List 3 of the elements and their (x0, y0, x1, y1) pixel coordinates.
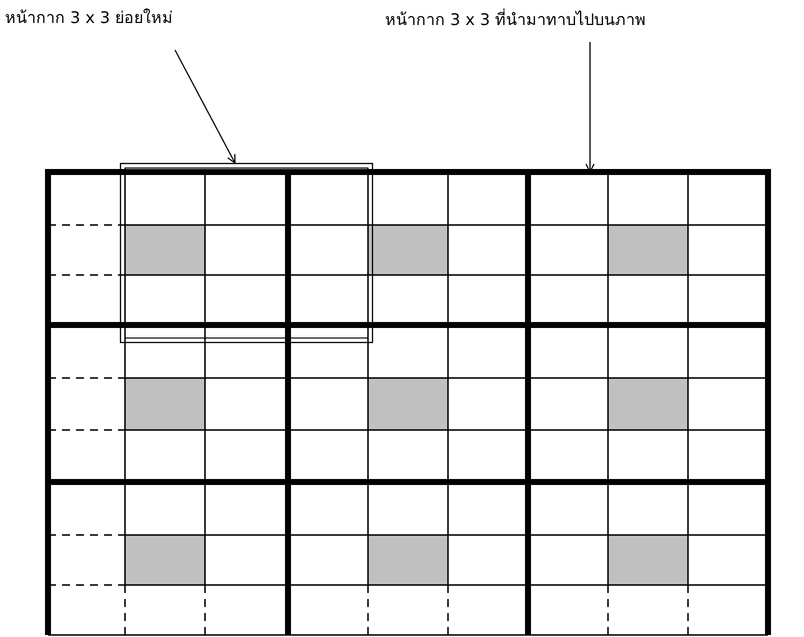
caption-text: หน้ากาก 3 x 3 ที่นำมาทาบไปบนภาพ (385, 10, 646, 30)
caption-text: หน้ากาก 3 x 3 ย่อยใหม่ (5, 8, 174, 28)
arrow (174, 50, 236, 164)
